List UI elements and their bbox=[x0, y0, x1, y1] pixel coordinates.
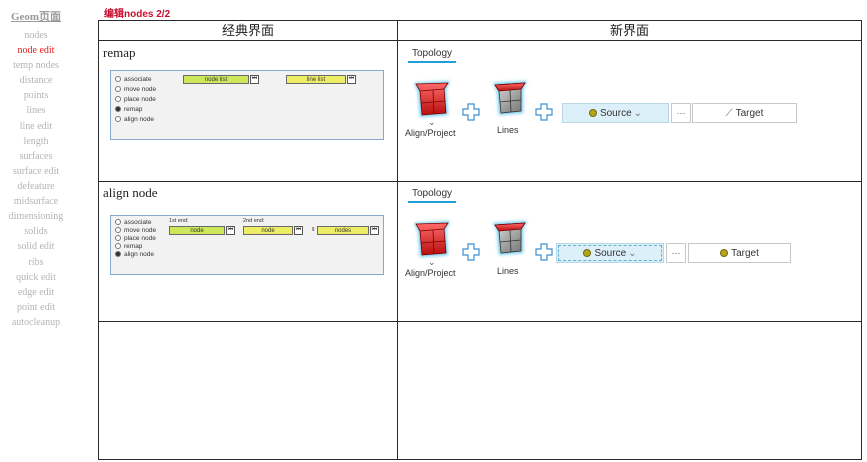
more-options-button[interactable]: ··· bbox=[666, 243, 686, 263]
radio-associate[interactable]: associate bbox=[115, 76, 151, 84]
radio-move-node[interactable]: move node bbox=[115, 227, 156, 235]
sidebar-item-points[interactable]: points bbox=[23, 90, 49, 101]
reset-button[interactable]: ⏮ bbox=[370, 226, 379, 235]
sidebar-item-edge-edit[interactable]: edge edit bbox=[17, 287, 55, 298]
sidebar-item-line-edit[interactable]: line edit bbox=[19, 121, 53, 132]
second-end-node-selector[interactable]: node bbox=[243, 226, 293, 235]
chevron-down-icon[interactable]: ⌄ bbox=[428, 257, 436, 267]
row-label-remap: remap bbox=[103, 45, 136, 60]
sidebar-item-quick-edit[interactable]: quick edit bbox=[16, 272, 56, 283]
sidebar-item-temp-nodes[interactable]: temp nodes bbox=[13, 60, 59, 71]
page-title: 编辑nodes 2/2 bbox=[104, 9, 171, 20]
row-divider bbox=[99, 181, 861, 182]
classic-align-node-panel: associate move node place node remap ali… bbox=[110, 215, 384, 275]
node-list-selector[interactable]: node list bbox=[183, 75, 249, 84]
target-selector[interactable]: ⟋Target bbox=[692, 103, 797, 123]
sidebar-item-distance[interactable]: distance bbox=[19, 75, 53, 86]
lines-icon[interactable] bbox=[487, 77, 531, 119]
second-end-label: 2nd end: bbox=[243, 218, 265, 224]
row-divider bbox=[99, 40, 861, 41]
sidebar-item-point-edit[interactable]: point edit bbox=[16, 302, 56, 313]
radio-remap[interactable]: remap bbox=[115, 106, 142, 114]
first-end-label: 1st end: bbox=[169, 218, 189, 224]
tab-topology[interactable]: Topology bbox=[408, 187, 457, 203]
radio-align-node[interactable]: align node bbox=[115, 116, 154, 124]
reset-button[interactable]: ⏮ bbox=[347, 75, 356, 84]
radio-associate[interactable]: associate bbox=[115, 219, 151, 227]
tool-label-align-project: Align/Project bbox=[405, 268, 456, 278]
plus-icon bbox=[462, 243, 480, 261]
align-project-icon[interactable] bbox=[410, 217, 454, 259]
sidebar-item-solids[interactable]: solids bbox=[24, 226, 48, 237]
source-selector[interactable]: Source⌄ bbox=[556, 243, 664, 263]
target-dot-icon bbox=[720, 249, 729, 257]
more-options-button[interactable]: ··· bbox=[671, 103, 691, 123]
sidebar-item-surfaces[interactable]: surfaces bbox=[19, 151, 53, 162]
reset-button[interactable]: ⏮ bbox=[294, 226, 303, 235]
radio-align-node[interactable]: align node bbox=[115, 251, 154, 259]
chevron-down-icon[interactable]: ⌄ bbox=[428, 117, 436, 127]
row-divider bbox=[99, 321, 861, 322]
sidebar-item-length[interactable]: length bbox=[23, 136, 49, 147]
reset-button[interactable]: ⏮ bbox=[226, 226, 235, 235]
tool-label-align-project: Align/Project bbox=[405, 128, 456, 138]
plus-icon bbox=[535, 103, 553, 121]
sidebar-item-defeature[interactable]: defeature bbox=[17, 181, 55, 192]
source-dot-icon bbox=[588, 109, 597, 117]
source-selector[interactable]: Source⌄ bbox=[562, 103, 669, 123]
lines-icon[interactable] bbox=[487, 217, 531, 259]
radio-place-node[interactable]: place node bbox=[115, 235, 156, 243]
source-dot-icon bbox=[583, 249, 592, 257]
sidebar-item-ribs[interactable]: ribs bbox=[28, 257, 44, 268]
classic-remap-panel: associate move node place node remap ali… bbox=[110, 70, 384, 140]
tab-topology[interactable]: Topology bbox=[408, 47, 457, 63]
row-label-align-node: align node bbox=[103, 185, 158, 200]
sidebar-item-autocleanup[interactable]: autocleanup bbox=[11, 317, 61, 328]
radio-remap[interactable]: remap bbox=[115, 243, 142, 251]
first-end-node-selector[interactable]: node bbox=[169, 226, 225, 235]
target-selector[interactable]: Target bbox=[688, 243, 791, 263]
sidebar-item-solid-edit[interactable]: solid edit bbox=[17, 241, 55, 252]
sidebar-item-lines[interactable]: lines bbox=[26, 105, 46, 116]
plus-icon bbox=[462, 103, 480, 121]
radio-move-node[interactable]: move node bbox=[115, 86, 156, 94]
comparison-table: 经典界面 新界面 remap associate move node place… bbox=[98, 20, 862, 460]
align-project-icon[interactable] bbox=[410, 77, 454, 119]
line-list-selector[interactable]: line list bbox=[286, 75, 346, 84]
line-tool-icon: ⟋ bbox=[725, 108, 733, 119]
reset-button[interactable]: ⏮ bbox=[250, 75, 259, 84]
tool-label-lines: Lines bbox=[497, 266, 519, 276]
sidebar-heading[interactable]: Geom页面 bbox=[10, 11, 62, 23]
sidebar-item-node-edit[interactable]: node edit bbox=[17, 45, 55, 56]
tool-label-lines: Lines bbox=[497, 125, 519, 135]
toggle-icon[interactable]: ⇕ bbox=[311, 227, 316, 233]
plus-icon bbox=[535, 243, 553, 261]
sidebar-item-midsurface[interactable]: midsurface bbox=[13, 196, 59, 207]
sidebar-item-surface-edit[interactable]: surface edit bbox=[12, 166, 60, 177]
nodes-selector[interactable]: nodes bbox=[317, 226, 369, 235]
column-header-new: 新界面 bbox=[609, 23, 649, 38]
sidebar-item-nodes[interactable]: nodes bbox=[24, 30, 48, 41]
column-divider bbox=[397, 21, 398, 459]
column-header-classic: 经典界面 bbox=[221, 23, 274, 38]
radio-place-node[interactable]: place node bbox=[115, 96, 156, 104]
sidebar-item-dimensioning[interactable]: dimensioning bbox=[8, 211, 64, 222]
